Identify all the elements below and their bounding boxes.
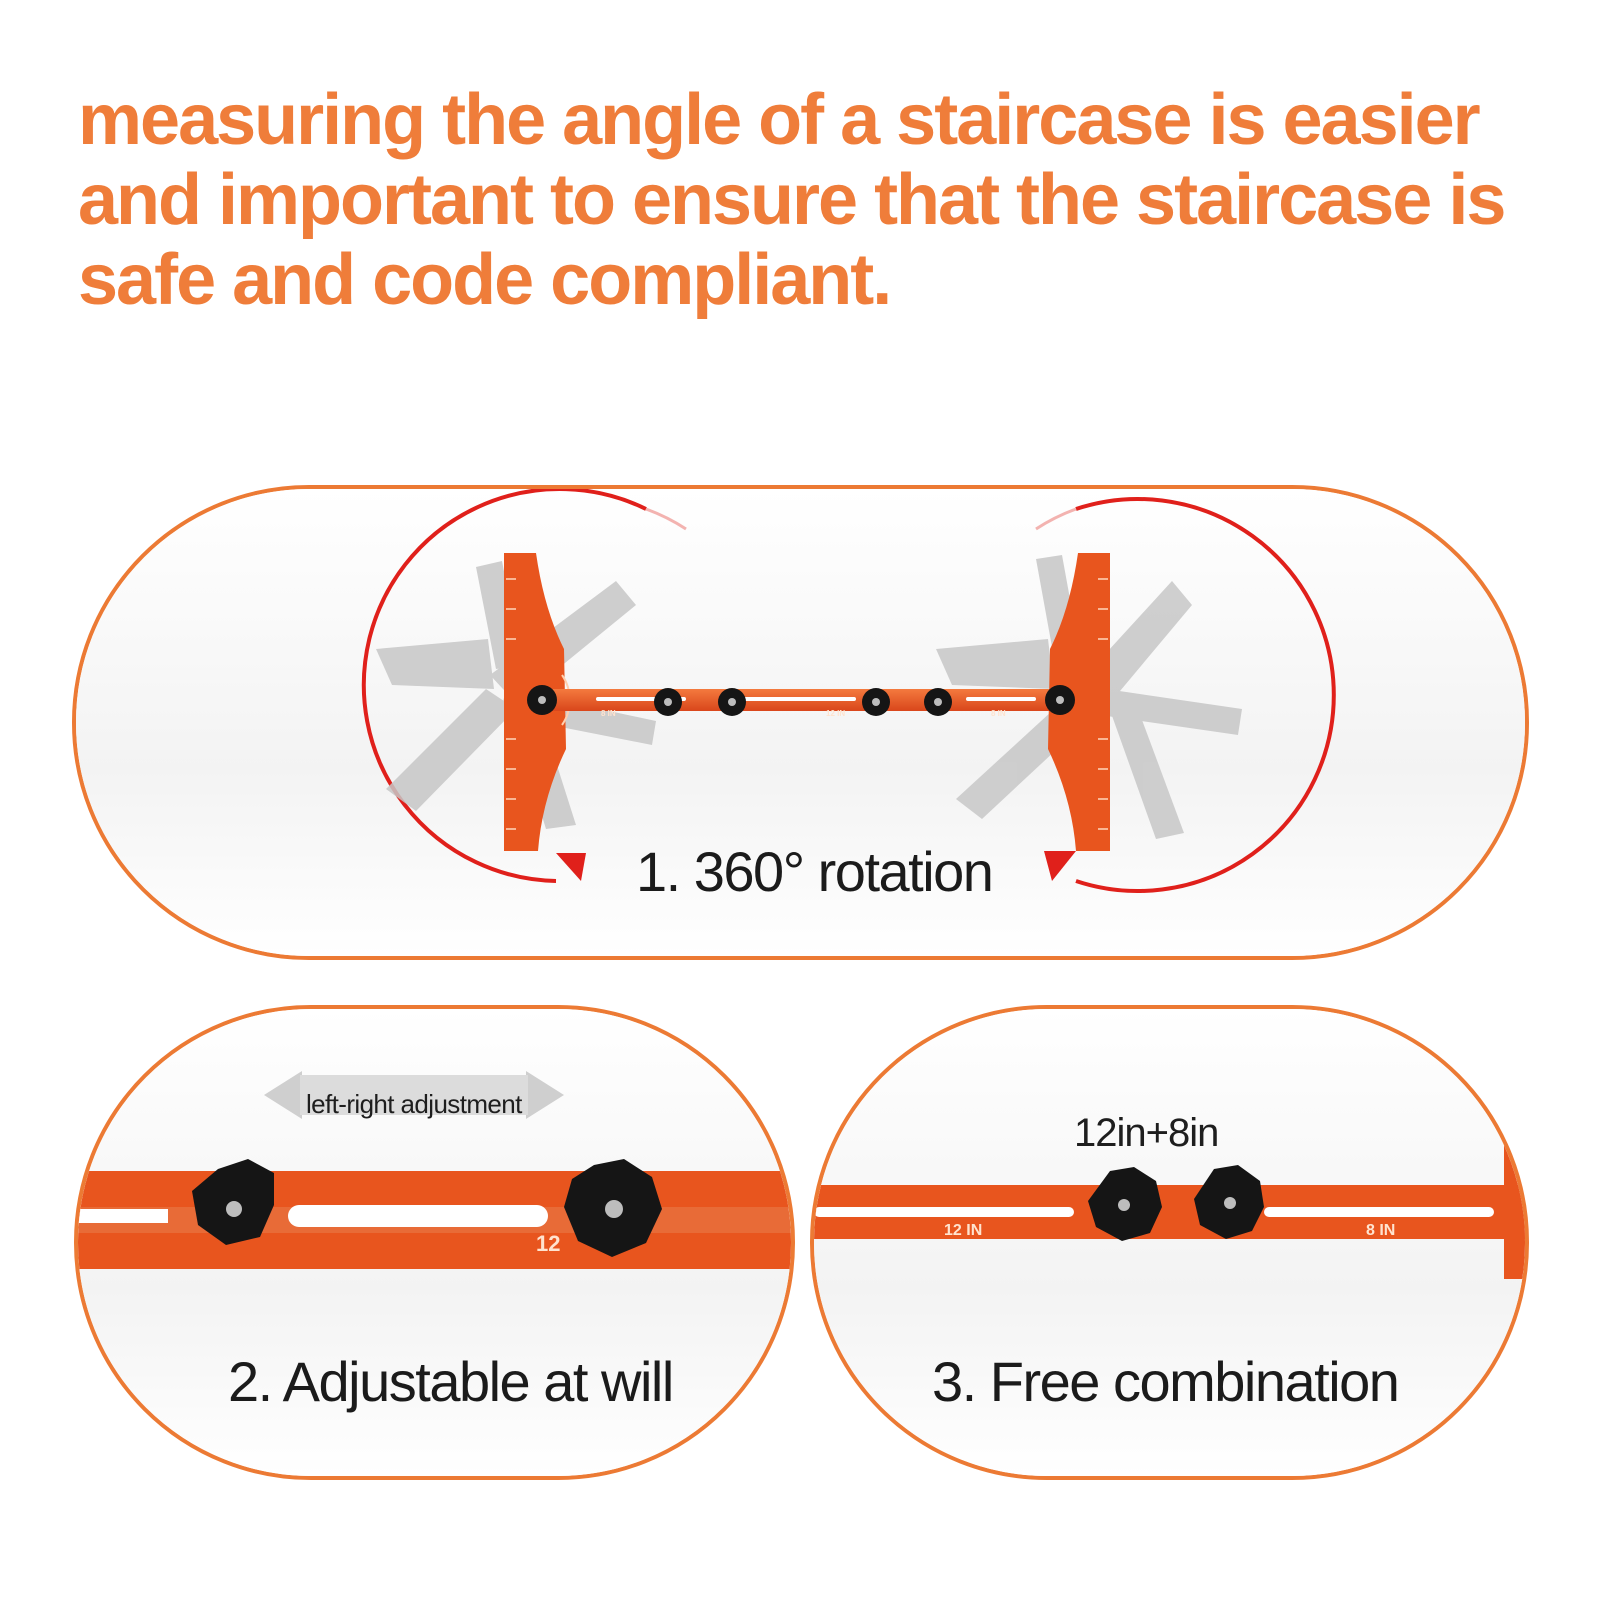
knob-icon	[1088, 1167, 1162, 1241]
combination-label: 12in+8in	[1074, 1111, 1219, 1155]
rotation-panel: 8 IN 12 IN 8 IN 1. 360° rotation	[72, 485, 1529, 960]
rod-scale-label: 12	[536, 1231, 560, 1256]
rotation-illustration: 8 IN 12 IN 8 IN	[361, 489, 1336, 893]
adjustment-rod	[78, 1171, 791, 1269]
adjustable-caption: 2. Adjustable at will	[228, 1350, 674, 1413]
adjustable-panel: 12 left-right adjustment 2. Adjustable a…	[74, 1005, 795, 1480]
headline: measuring the angle of a staircase is ea…	[78, 80, 1506, 320]
knob-icon	[564, 1159, 662, 1257]
rod-scale-label-1: 8 IN	[601, 709, 616, 718]
left-rotation-arrow-icon	[361, 489, 687, 883]
extension-rod	[546, 689, 1070, 711]
panel-background	[814, 1009, 1525, 1476]
adjustable-illustration: 12	[78, 1071, 791, 1269]
adjustment-label: left-right adjustment	[306, 1089, 522, 1119]
combination-caption: 3. Free combination	[932, 1350, 1400, 1413]
rod-scale-label-3: 8 IN	[991, 709, 1006, 718]
double-arrow-icon	[264, 1071, 564, 1119]
right-rotation-arrow-icon	[1035, 497, 1336, 893]
knob-icon	[1194, 1165, 1264, 1239]
rod-scale-label-2: 12 IN	[826, 709, 845, 718]
knob-icon	[192, 1159, 274, 1245]
rod-scale-label-12in: 12 IN	[944, 1222, 982, 1239]
rotation-caption: 1. 360° rotation	[636, 840, 994, 903]
combination-panel: 12 IN 8 IN 12in+8in 3. Free combination	[810, 1005, 1529, 1480]
right-angle-ruler-plate	[1048, 553, 1110, 851]
rod-scale-label-8in: 8 IN	[1366, 1222, 1395, 1239]
combination-illustration: 12 IN 8 IN	[814, 1129, 1525, 1279]
panel-background	[76, 489, 1525, 956]
